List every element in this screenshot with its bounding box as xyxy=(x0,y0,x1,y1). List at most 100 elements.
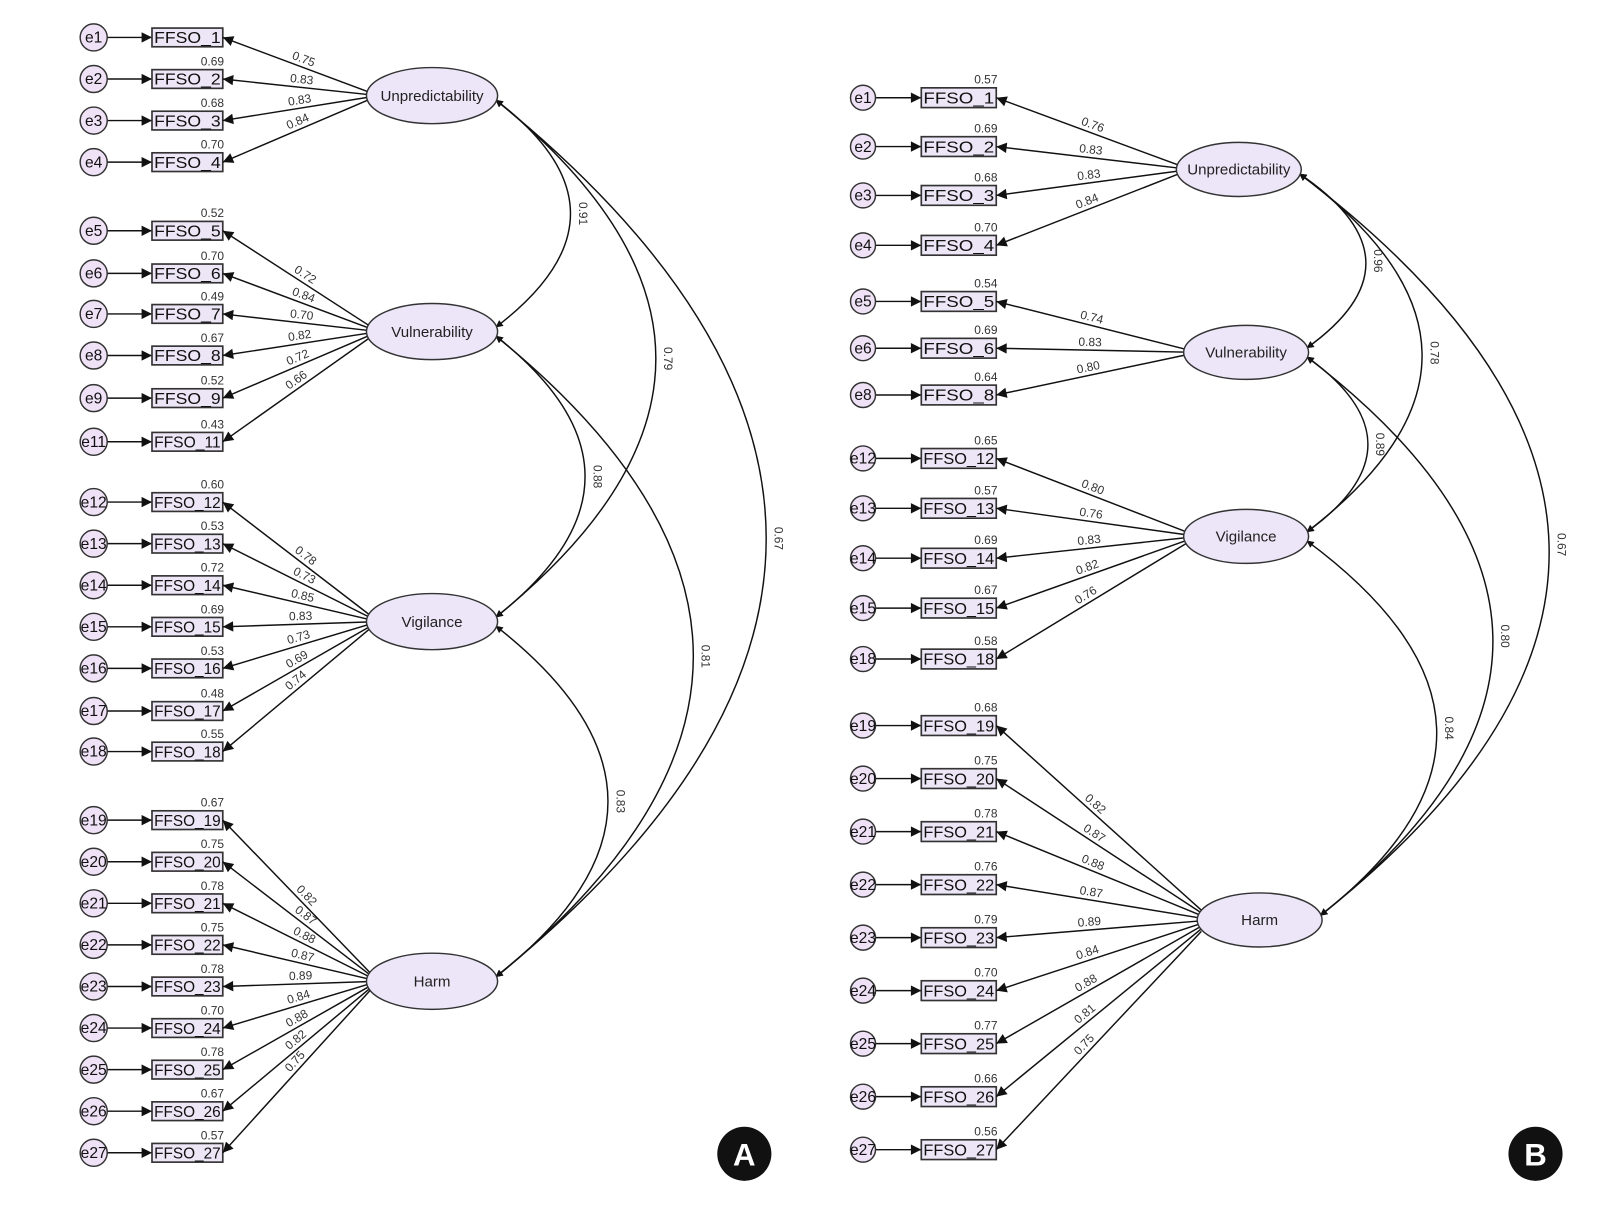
indicator-label: FFSO_2 xyxy=(923,139,994,156)
error-term-node xyxy=(79,216,108,246)
indicator-label: FFSO_8 xyxy=(154,348,221,365)
covariance-curve xyxy=(495,99,572,329)
error-term-node xyxy=(849,288,877,315)
r-squared-label: 0.57 xyxy=(974,73,998,87)
indicator-label: FFSO_3 xyxy=(154,113,221,130)
indicator-label: FFSO_17 xyxy=(154,704,221,721)
indicator-label: FFSO_22 xyxy=(923,877,994,894)
covariance-curve xyxy=(1306,355,1369,533)
latent-factor-node xyxy=(365,66,499,125)
covariance-curve xyxy=(495,335,695,978)
indicator-label: FFSO_11 xyxy=(154,435,221,452)
indicator-label: FFSO_20 xyxy=(154,854,221,871)
correlation-label: 0.88 xyxy=(590,465,604,489)
latent-factor-label: Harm xyxy=(414,973,451,990)
error-term-node xyxy=(849,1136,877,1163)
error-term-node xyxy=(79,1055,108,1084)
factor-loading-label: 0.84 xyxy=(1074,942,1101,963)
error-term-label: e21 xyxy=(81,896,107,913)
error-term-node xyxy=(79,696,108,726)
r-squared-label: 0.66 xyxy=(974,1072,998,1086)
factor-loading-label: 0.70 xyxy=(289,306,314,323)
error-term-node xyxy=(79,930,108,960)
loading-path-arrow xyxy=(222,309,371,332)
error-term-node xyxy=(849,645,877,673)
indicator-label: FFSO_21 xyxy=(923,824,994,841)
factor-loading-label: 0.87 xyxy=(1081,821,1108,846)
r-squared-label: 0.79 xyxy=(974,913,998,927)
factor-loading-label: 0.83 xyxy=(1078,335,1102,349)
factor-loading-label: 0.75 xyxy=(282,1048,308,1075)
factor-loading-label: 0.73 xyxy=(285,627,312,647)
factor-loading-label: 0.83 xyxy=(1079,141,1104,158)
loading-path-arrow xyxy=(222,621,371,632)
factor-loading-label: 0.84 xyxy=(284,110,311,132)
r-squared-label: 0.68 xyxy=(201,96,225,110)
panel-badge xyxy=(1508,1126,1563,1181)
r-squared-label: 0.78 xyxy=(201,879,225,893)
error-term-label: e8 xyxy=(85,348,102,365)
covariance-curve xyxy=(1298,173,1550,917)
r-squared-label: 0.78 xyxy=(974,807,998,821)
r-squared-label: 0.75 xyxy=(974,754,998,768)
error-term-node xyxy=(79,654,108,683)
error-term-node xyxy=(79,341,108,370)
latent-factor-label: Unpredictability xyxy=(1187,162,1291,179)
factor-loading-label: 0.89 xyxy=(1077,914,1102,930)
indicator-label: FFSO_26 xyxy=(923,1089,994,1106)
correlation-label: 0.78 xyxy=(1427,341,1441,365)
factor-loading-label: 0.75 xyxy=(290,48,317,69)
indicator-label: FFSO_14 xyxy=(154,578,221,595)
error-term-node xyxy=(849,182,877,209)
error-term-node xyxy=(849,84,877,111)
error-term-node xyxy=(849,133,877,160)
loading-path-arrow xyxy=(996,536,1188,563)
r-squared-label: 0.64 xyxy=(974,370,998,384)
error-term-label: e2 xyxy=(854,139,871,156)
loading-path-arrow xyxy=(222,230,372,328)
correlation-label: 0.81 xyxy=(699,645,713,669)
loading-path-arrow xyxy=(222,980,371,992)
r-squared-label: 0.67 xyxy=(974,583,998,597)
indicator-label: FFSO_2 xyxy=(154,72,221,89)
indicator-label: FFSO_19 xyxy=(154,813,221,830)
loading-path-arrow xyxy=(996,170,1181,200)
factor-loading-label: 0.88 xyxy=(1072,971,1099,995)
error-term-node xyxy=(849,818,877,845)
loading-path-arrow xyxy=(222,96,371,125)
latent-factor-node xyxy=(1175,141,1303,198)
r-squared-label: 0.57 xyxy=(201,1128,225,1142)
r-squared-label: 0.53 xyxy=(201,519,225,533)
r-squared-label: 0.76 xyxy=(974,860,998,874)
loading-path-arrow xyxy=(995,172,1181,247)
covariance-curve xyxy=(495,335,586,619)
factor-loading-label: 0.82 xyxy=(1082,791,1109,817)
indicator-label: FFSO_8 xyxy=(923,388,994,405)
indicator-label: FFSO_5 xyxy=(154,223,221,240)
loading-path-arrow xyxy=(222,985,371,1071)
error-term-label: e27 xyxy=(81,1145,107,1162)
factor-loading-label: 0.69 xyxy=(283,647,310,671)
loading-path-arrow xyxy=(222,989,372,1154)
r-squared-label: 0.77 xyxy=(974,1019,998,1033)
indicator-label: FFSO_23 xyxy=(923,930,994,947)
correlation-label: 0.67 xyxy=(772,527,786,551)
r-squared-label: 0.53 xyxy=(201,644,225,658)
loading-path-arrow xyxy=(222,543,371,619)
error-term-node xyxy=(849,924,877,951)
r-squared-label: 0.48 xyxy=(201,687,225,701)
indicator-label: FFSO_20 xyxy=(923,771,994,788)
indicator-label: FFSO_27 xyxy=(154,1146,221,1163)
indicator-label: FFSO_13 xyxy=(154,536,221,553)
panel-badge xyxy=(717,1126,772,1181)
r-squared-label: 0.43 xyxy=(201,417,225,431)
r-squared-label: 0.70 xyxy=(974,220,998,234)
indicator-label: FFSO_4 xyxy=(154,155,221,172)
r-squared-label: 0.69 xyxy=(974,122,998,136)
loading-path-arrow xyxy=(222,623,371,671)
latent-factor-node xyxy=(365,302,499,361)
correlation-label: 0.83 xyxy=(613,790,627,814)
loading-path-arrow xyxy=(222,36,371,94)
error-term-label: e3 xyxy=(854,188,871,205)
factor-loading-label: 0.82 xyxy=(294,882,320,909)
